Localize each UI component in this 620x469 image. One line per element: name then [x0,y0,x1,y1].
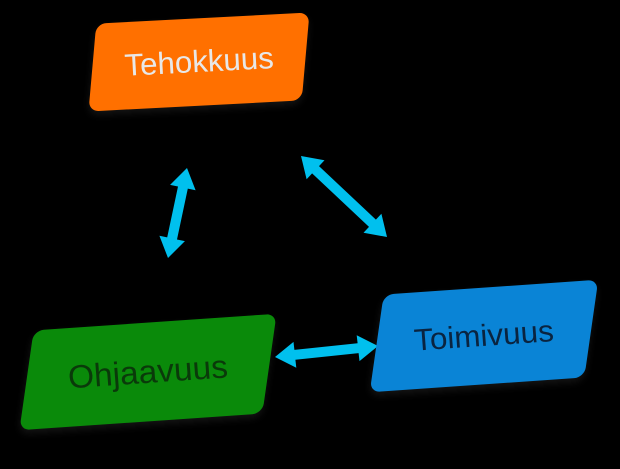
node-toimivuus: Toimivuus [369,279,599,393]
node-ohjaavuus: Ohjaavuus [19,313,277,431]
arrow-left-right [275,335,378,368]
arrow-top-right [301,156,387,237]
node-ohjaavuus-label: Ohjaavuus [66,347,230,396]
node-toimivuus-label: Toimivuus [412,313,555,358]
node-tehokkuus-label: Tehokkuus [123,40,275,83]
arrow-group [159,156,387,368]
node-tehokkuus: Tehokkuus [88,12,310,112]
arrow-top-left [159,168,196,258]
